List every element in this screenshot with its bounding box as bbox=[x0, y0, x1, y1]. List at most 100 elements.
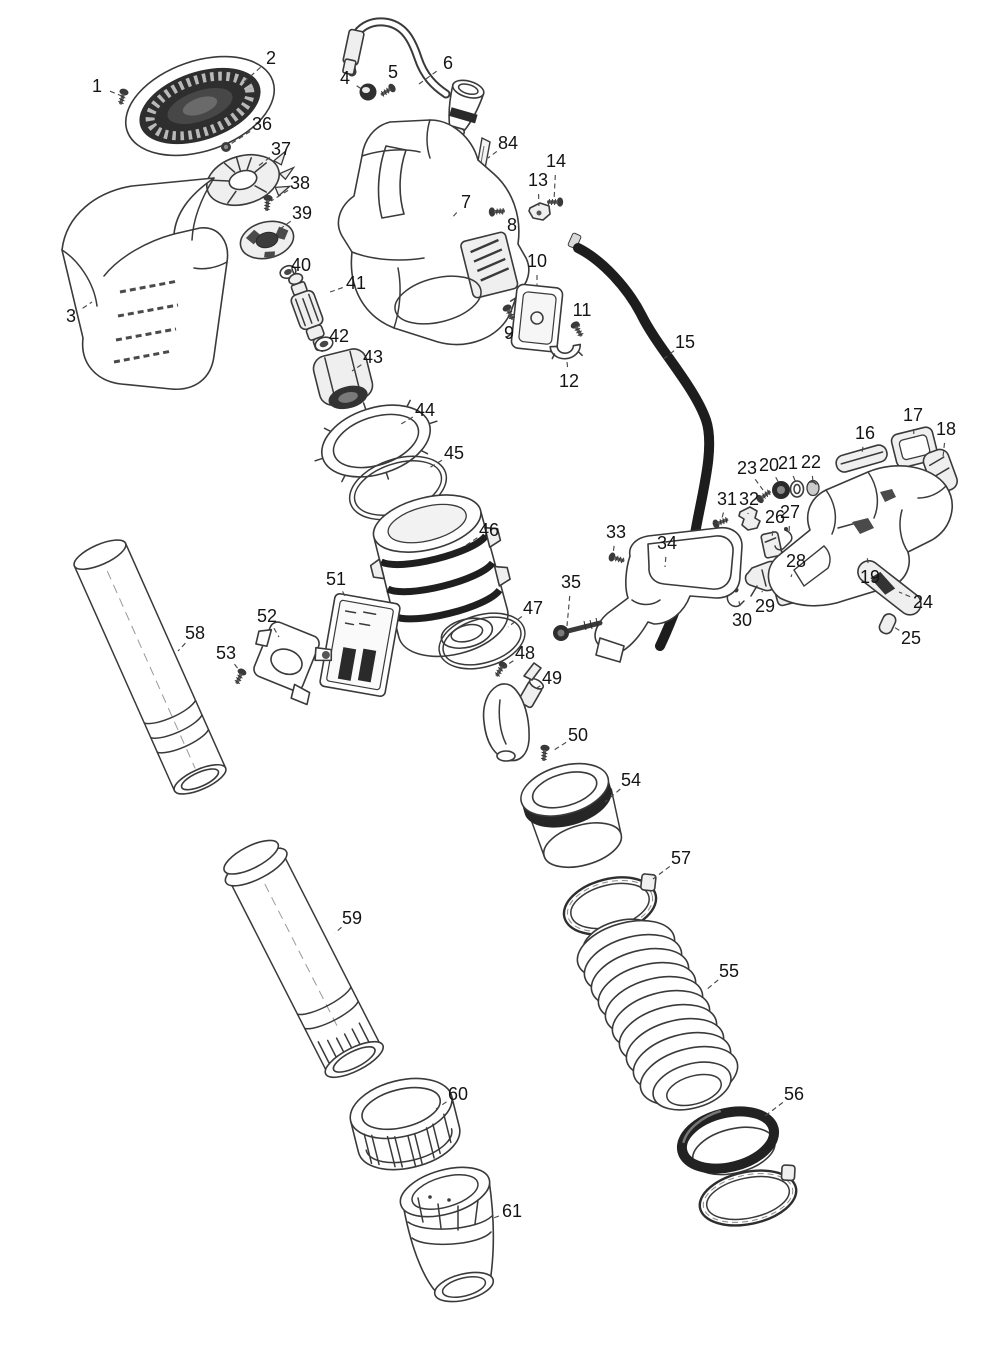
leader-line-58 bbox=[177, 642, 186, 652]
part-14-screw bbox=[546, 196, 564, 208]
clamp-ring bbox=[698, 1164, 798, 1227]
leader-line-19 bbox=[866, 555, 869, 564]
part-label-56: 56 bbox=[784, 1084, 804, 1104]
part-label-8: 8 bbox=[507, 215, 517, 235]
part-label-39: 39 bbox=[292, 203, 312, 223]
part-43-motor-can bbox=[312, 348, 374, 410]
part-4-grommet bbox=[359, 83, 377, 101]
part-51-pcb bbox=[319, 592, 401, 698]
leader-line-54 bbox=[604, 788, 621, 803]
leader-line-30 bbox=[738, 600, 741, 607]
leader-line-61 bbox=[490, 1215, 500, 1220]
part-22-washer bbox=[806, 479, 820, 497]
leader-line-57 bbox=[652, 865, 671, 880]
part-38-screw bbox=[261, 193, 274, 212]
leader-line-33 bbox=[612, 545, 615, 555]
part-label-27: 27 bbox=[780, 502, 800, 522]
leader-line-49 bbox=[533, 685, 541, 691]
part-3-housing-half bbox=[61, 177, 229, 390]
leader-line-28 bbox=[790, 574, 793, 578]
part-label-41: 41 bbox=[346, 273, 366, 293]
part-12-clamp bbox=[549, 343, 583, 360]
leader-line-40 bbox=[289, 271, 292, 274]
part-label-43: 43 bbox=[363, 347, 383, 367]
leader-line-59 bbox=[334, 926, 342, 934]
part-label-42: 42 bbox=[329, 326, 349, 346]
part-label-49: 49 bbox=[542, 668, 562, 688]
leader-line-22 bbox=[811, 475, 814, 483]
part-53-screw bbox=[231, 666, 248, 687]
leader-line-84 bbox=[487, 150, 498, 159]
part-label-31: 31 bbox=[717, 489, 737, 509]
part-7-main-housing bbox=[337, 119, 530, 346]
leader-line-60 bbox=[435, 1101, 447, 1110]
leader-line-21 bbox=[792, 475, 797, 484]
leader-line-7 bbox=[450, 212, 458, 220]
part-60-cage-ring bbox=[349, 1077, 461, 1171]
leader-line-43 bbox=[351, 364, 362, 372]
leader-line-44 bbox=[400, 416, 414, 425]
part-label-51: 51 bbox=[326, 569, 346, 589]
part-42-ring bbox=[314, 336, 334, 352]
part-label-12: 12 bbox=[559, 371, 579, 391]
leader-line-50 bbox=[553, 741, 567, 751]
part-58-tube bbox=[73, 539, 227, 795]
part-label-28: 28 bbox=[786, 551, 806, 571]
leader-line-16 bbox=[861, 446, 864, 454]
part-55-bellows bbox=[576, 918, 739, 1111]
leader-line-3 bbox=[82, 301, 93, 309]
part-label-57: 57 bbox=[671, 848, 691, 868]
part-label-7: 7 bbox=[461, 192, 471, 212]
part-label-52: 52 bbox=[257, 606, 277, 626]
leader-line-12 bbox=[566, 361, 569, 368]
part-16-cover bbox=[835, 444, 888, 473]
part-label-23: 23 bbox=[737, 458, 757, 478]
part-label-26: 26 bbox=[765, 507, 785, 527]
part-label-54: 54 bbox=[621, 770, 641, 790]
part-33-screw bbox=[607, 551, 627, 566]
part-11-screw bbox=[568, 319, 586, 340]
part-label-46: 46 bbox=[479, 520, 499, 540]
part-label-61: 61 bbox=[502, 1201, 522, 1221]
part-label-10: 10 bbox=[527, 251, 547, 271]
leader-line-6 bbox=[418, 70, 437, 85]
part-label-1: 1 bbox=[92, 76, 102, 96]
part-label-58: 58 bbox=[185, 623, 205, 643]
leader-line-41 bbox=[329, 287, 343, 293]
part-label-32: 32 bbox=[739, 489, 759, 509]
leader-line-26 bbox=[771, 530, 774, 538]
part-48-screw bbox=[492, 659, 510, 680]
part-39-fan-hub bbox=[239, 220, 295, 260]
part-19-handle-housing bbox=[767, 465, 953, 607]
part-label-44: 44 bbox=[415, 400, 435, 420]
leader-line-11 bbox=[578, 323, 581, 328]
leader-line-34 bbox=[664, 556, 667, 568]
part-20-bearing bbox=[772, 481, 790, 499]
leader-line-4 bbox=[356, 85, 364, 91]
part-10-controller bbox=[506, 283, 564, 353]
part-label-40: 40 bbox=[291, 255, 311, 275]
part-label-84: 84 bbox=[498, 133, 518, 153]
leader-line-47 bbox=[507, 616, 523, 628]
leader-line-23 bbox=[754, 478, 764, 491]
leader-line-1 bbox=[109, 90, 123, 97]
part-label-60: 60 bbox=[448, 1084, 468, 1104]
part-32-bracket bbox=[738, 506, 761, 531]
part-label-50: 50 bbox=[568, 725, 588, 745]
part-37-impeller bbox=[206, 149, 296, 207]
leader-line-31 bbox=[721, 512, 724, 519]
leader-line-45 bbox=[428, 459, 443, 469]
part-35-bolt bbox=[553, 617, 603, 641]
part-label-24: 24 bbox=[913, 592, 933, 612]
part-36-nut bbox=[221, 142, 231, 152]
leader-line-8 bbox=[499, 210, 504, 215]
part-label-15: 15 bbox=[675, 332, 695, 352]
leader-line-35 bbox=[566, 595, 571, 627]
leader-line-38 bbox=[270, 189, 289, 202]
leader-line-46 bbox=[464, 537, 478, 547]
part-label-11: 11 bbox=[573, 300, 592, 320]
part-label-37: 37 bbox=[271, 139, 291, 159]
part-label-21: 21 bbox=[778, 453, 798, 473]
part-label-17: 17 bbox=[903, 405, 923, 425]
part-34-bracket bbox=[594, 526, 743, 663]
